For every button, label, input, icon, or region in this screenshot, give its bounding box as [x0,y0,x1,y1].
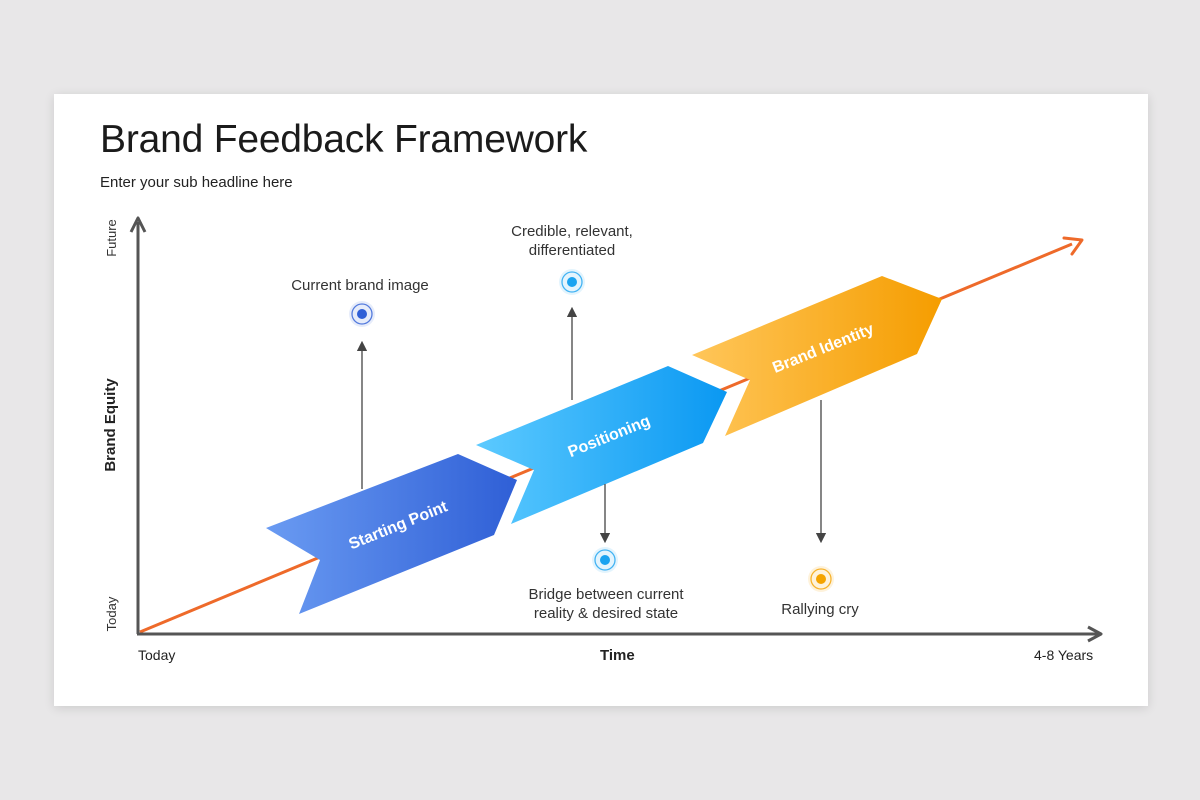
y-axis-top-label: Future [104,219,119,257]
y-axis-label: Brand Equity [102,378,119,472]
x-axis-label: Time [600,647,635,664]
x-axis-start-label: Today [138,647,176,663]
stage-positioning-shape [476,366,727,524]
target-dot-rallying-cry [808,566,834,592]
stage-brand-identity-shape [692,276,942,436]
trend-arrowhead [1062,236,1084,256]
target-dot-credible [559,269,585,295]
slide-subtitle: Enter your sub headline here [100,174,293,191]
callout-rallying-cry: Rallying cry [781,601,859,618]
target-dot-bridge [592,547,618,573]
slide-title: Brand Feedback Framework [100,118,588,161]
x-axis-end-label: 4-8 Years [1034,647,1094,663]
x-axis-arrowhead [1087,625,1103,643]
callout-credible: Credible, relevant, differentiated [511,223,633,259]
y-axis-bottom-label: Today [104,596,119,632]
target-dot-current-brand-image [349,301,375,327]
callout-bridge: Bridge between current reality & desired… [528,586,684,622]
callout-current-brand-image: Current brand image [291,277,429,294]
stage-starting-point-shape [266,454,517,614]
y-axis-arrowhead [129,216,147,233]
